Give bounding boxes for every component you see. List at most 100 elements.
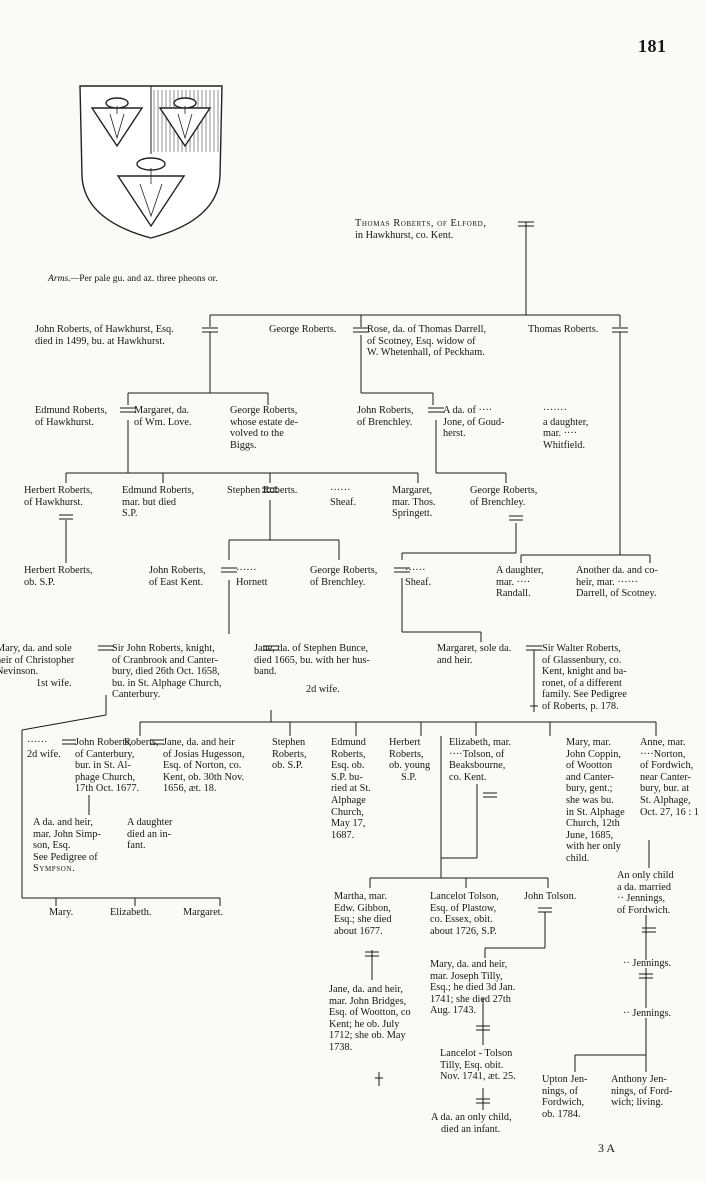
person-line: about 1726, S.P. [430, 925, 497, 937]
person-line: Esq. of Wootton, co [329, 1007, 411, 1019]
person-line: family. See Pedigree [542, 689, 627, 701]
person-line: John Roberts, [75, 737, 132, 748]
person-line: of Roberts, p. 178. [542, 700, 619, 712]
person-line: Sheaf. [330, 496, 357, 508]
person-line: with her only [566, 841, 621, 853]
person-line: Roberts, [331, 748, 366, 760]
person-line: A daughter [127, 817, 173, 828]
person-line: George Roberts, [470, 485, 538, 496]
arms-text: Per pale gu. and az. three pheons or. [79, 273, 218, 284]
person-line: Sheaf. [405, 576, 432, 588]
person-line: of Canterbury, [75, 748, 135, 760]
person-line: 1741; she died 27th [430, 993, 511, 1005]
person-line: Whitfield. [543, 439, 586, 451]
person-line: mar. Thos. [392, 496, 436, 508]
person-line: W. Whetenhall, of Peckham. [367, 347, 485, 359]
person-george-roberts-1: George Roberts. [269, 324, 336, 336]
person-line: Darrell, of Scotney. [576, 588, 657, 600]
person-line: Edw. Gibbon, [334, 902, 391, 914]
person-line: Esq. ob. [331, 760, 365, 772]
person-line: Stephen Roberts. [227, 485, 298, 496]
person-line: herst. [443, 428, 466, 440]
person-line: ronet, of a different [542, 677, 622, 689]
person-line: Hornett [236, 576, 268, 588]
person-line: George Roberts. [269, 324, 337, 335]
person-thomas-roberts-2: Thomas Roberts. [528, 324, 598, 336]
person-line: co. Kent. [449, 771, 487, 783]
person-line: a daughter, [543, 416, 589, 428]
person-jennings-2: ·· Jennings. [623, 1008, 672, 1019]
person-line: 1738. [329, 1041, 353, 1053]
person-line: Thomas Roberts. [528, 324, 599, 335]
person-line: ob. S.P. [272, 760, 303, 772]
person-line: Alphage [331, 794, 366, 806]
person-line: she was bu. [566, 794, 614, 806]
person-thomas-roberts-elford: Thomas Roberts, of Elford, in Hawkhurst,… [355, 218, 487, 241]
person-line: ······ [405, 565, 426, 576]
person-line: A da. an only child, [431, 1112, 512, 1123]
person-line: George Roberts, [230, 405, 298, 416]
person-line: mar. Joseph Tilly, [430, 970, 503, 982]
person-mary-tilly: Mary, da. and heir, mar. Joseph Tilly, E… [430, 959, 515, 1017]
person-line: Edmund Roberts, [122, 485, 195, 496]
person-roberts: Roberts, [124, 737, 159, 749]
person-line: mar. John Bridges, [329, 995, 407, 1007]
person-line: ob. young [389, 760, 431, 772]
person-line: Randall. [496, 588, 531, 600]
person-line: Esq. of Norton, co. [163, 760, 242, 772]
person-line: of Wm. Love. [134, 416, 192, 428]
person-line: Canterbury. [112, 689, 161, 701]
person-line: son, Esq. [33, 840, 71, 852]
person-line: Kent; he ob. July [329, 1018, 400, 1030]
person-line: Roberts, [389, 748, 424, 760]
person-line: Nov. 1741, æt. 25. [440, 1071, 516, 1083]
person-line: band. [254, 666, 277, 678]
person-line: Anthony Jen- [611, 1074, 667, 1085]
person-line: S.P. [401, 771, 417, 783]
person-line: of Glassenbury, co. [542, 654, 622, 666]
person-george-roberts-brenchley-2: George Roberts, of Brenchley. [310, 565, 377, 588]
person-line: of Cranbrook and Canter- [112, 654, 218, 666]
person-john-roberts-hawkhurst: John Roberts, of Hawkhurst, Esq. died in… [35, 324, 174, 347]
person-line: Roberts, [272, 748, 307, 760]
person-line: Fordwich, [542, 1097, 585, 1109]
person-line: whose estate de- [230, 416, 299, 428]
person-line: See Pedigree of [33, 851, 98, 863]
person-line: Sir John Roberts, knight, [112, 643, 215, 654]
person-line: fant. [127, 840, 146, 852]
coat-of-arms-shield-icon [79, 85, 223, 239]
person-line: died an in- [127, 828, 172, 840]
person-sheaf-1: ······ Sheaf. [330, 485, 356, 508]
person-line: Mary, mar. [566, 737, 611, 748]
person-line: May 17, [331, 818, 366, 830]
person-john-roberts-canterbury: John Roberts, of Canterbury, bur. in St.… [75, 737, 139, 795]
person-line: Thomas Roberts, of Elford, [355, 218, 487, 229]
person-herbert-roberts-3: Herbert Roberts, ob. young S.P. [389, 737, 430, 783]
person-line: Herbert [389, 737, 421, 748]
person-line: mar. ···· [543, 428, 578, 440]
person-line: of Fordwich. [617, 904, 671, 916]
person-john-roberts-brenchley: John Roberts, of Brenchley. [357, 405, 414, 428]
person-line: Edmund [331, 737, 366, 748]
person-line: John Roberts, [357, 405, 414, 416]
person-line: 2d wife. [306, 683, 340, 695]
person-line: Church, 12th [566, 818, 620, 830]
person-line: George Roberts, [310, 565, 378, 576]
person-line: mar. John Simp- [33, 828, 101, 840]
person-line: and Canter- [566, 771, 615, 783]
person-line: of Brenchley. [357, 416, 413, 428]
person-line: Esq.; she died [334, 914, 392, 926]
person-line: John Coppin, [566, 748, 621, 760]
person-line: Lancelot Tolson, [430, 891, 499, 902]
person-line: Jone, of Goud- [443, 416, 505, 428]
person-jane-bridges: Jane, da. and heir, mar. John Bridges, E… [329, 984, 411, 1054]
person-line: ····Norton, [640, 748, 686, 760]
person-line: A daughter, [496, 565, 544, 576]
person-sheaf-2: ······ Sheaf. [405, 565, 431, 588]
person-line: Herbert Roberts, [24, 565, 93, 576]
person-line: Springett. [392, 508, 433, 520]
person-line: co. Essex, obit. [430, 914, 493, 926]
person-line: ······· [543, 405, 568, 416]
person-lancelot-tolson-tilly: Lancelot - Tolson Tilly, Esq. obit. Nov.… [440, 1048, 516, 1083]
